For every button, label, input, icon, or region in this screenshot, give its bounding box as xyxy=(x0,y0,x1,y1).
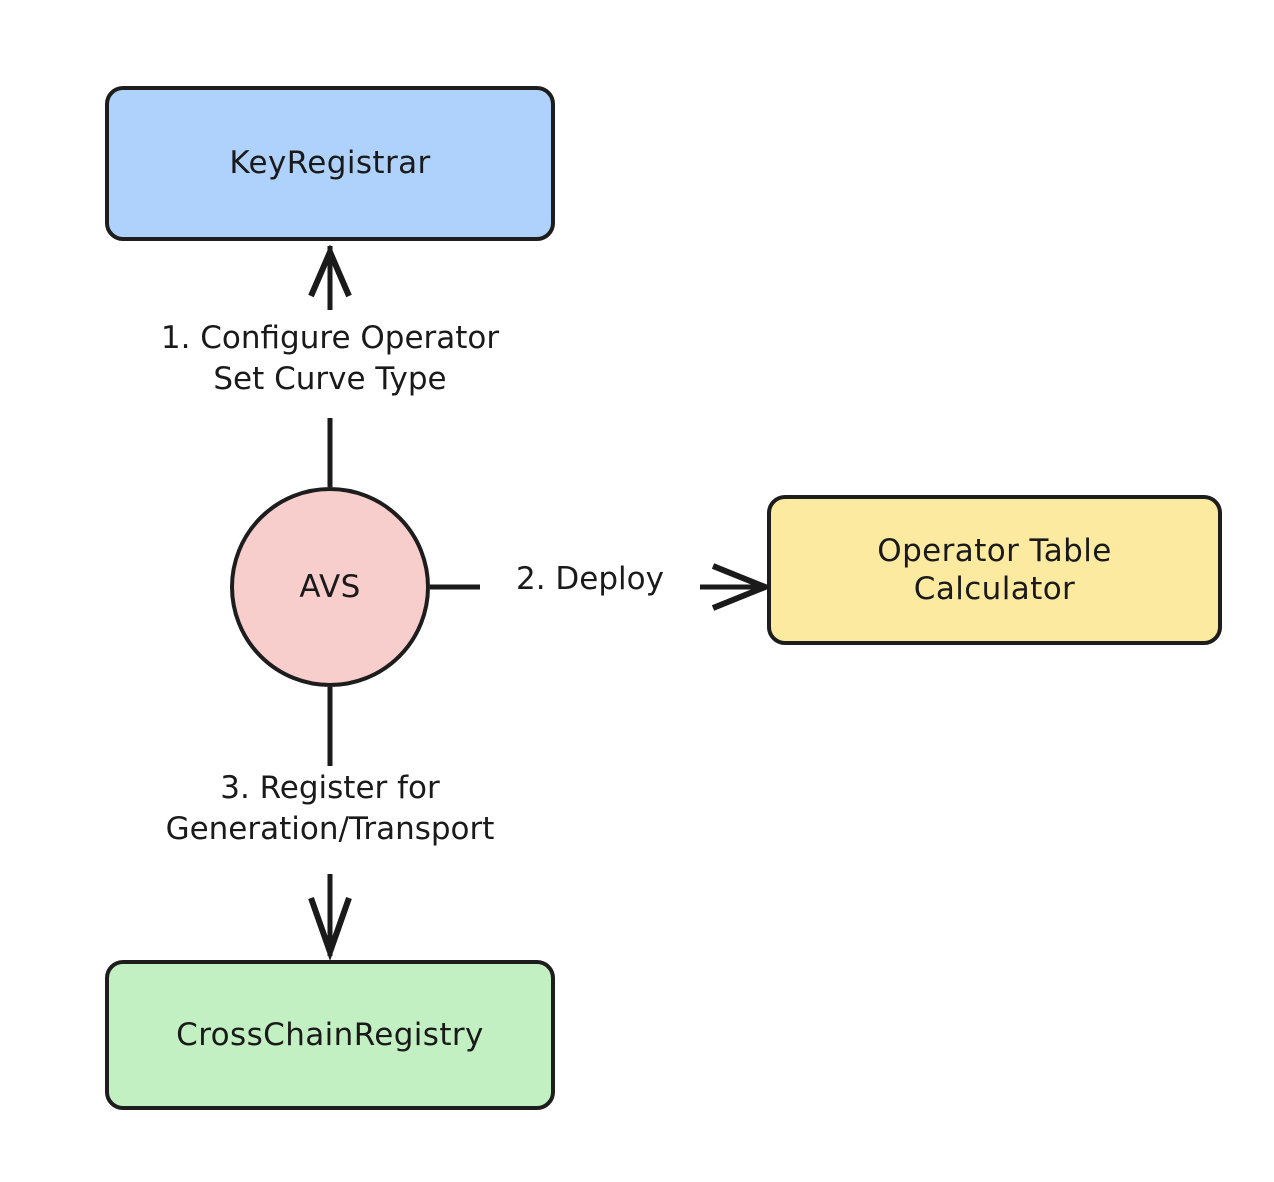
node-keyregistrar-label: KeyRegistrar xyxy=(229,145,431,182)
node-crosschainregistry[interactable]: CrossChainRegistry xyxy=(105,960,555,1110)
node-keyregistrar[interactable]: KeyRegistrar xyxy=(105,86,555,241)
edge-label-configure-operator-set-curve-type: 1. Configure Operator Set Curve Type xyxy=(75,316,585,403)
edge-avs-to-keyregistrar xyxy=(308,244,352,487)
edge-label-deploy: 2. Deploy xyxy=(480,557,700,603)
edge-label-register-for-generation-transport: 3. Register for Generation/Transport xyxy=(60,766,600,853)
node-avs[interactable]: AVS xyxy=(230,487,430,687)
edge-avs-to-crosschainregistry xyxy=(308,687,352,962)
node-operator-table-calculator-label: Operator Table Calculator xyxy=(877,532,1112,607)
node-avs-label: AVS xyxy=(299,568,361,605)
node-operator-table-calculator[interactable]: Operator Table Calculator xyxy=(767,495,1222,645)
node-crosschainregistry-label: CrossChainRegistry xyxy=(176,1016,484,1053)
edge-1-arrowhead-icon xyxy=(308,244,352,298)
edge-3-arrowhead-icon xyxy=(308,897,352,962)
edge-2-arrowhead-icon xyxy=(711,563,774,611)
